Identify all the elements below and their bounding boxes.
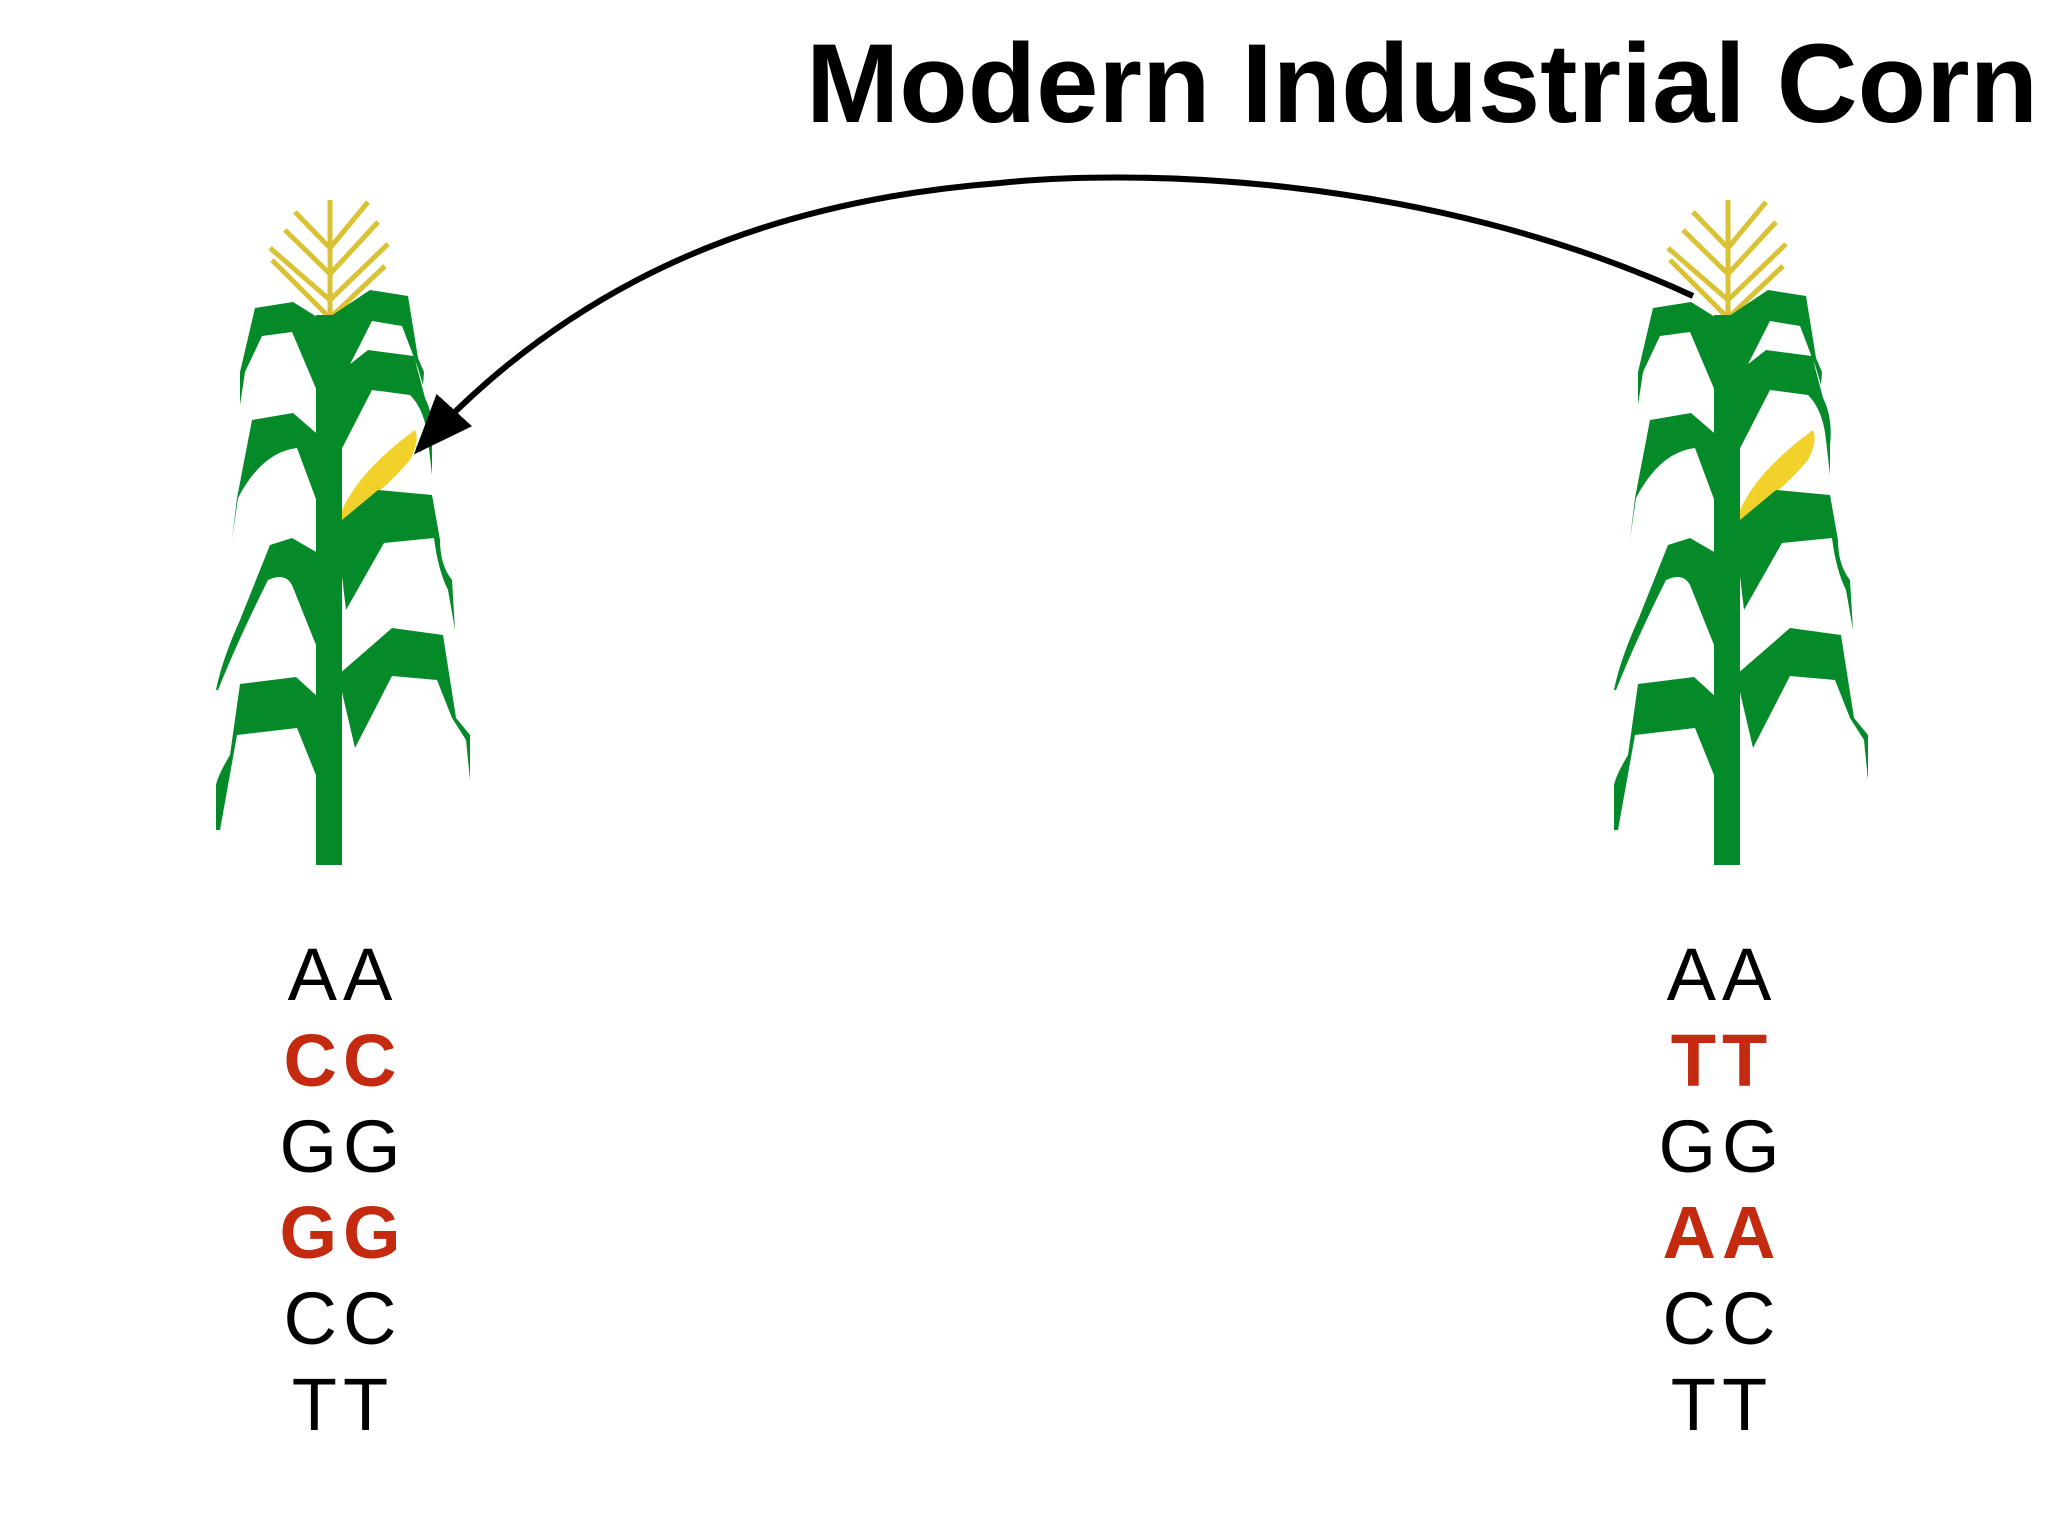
allele-pair: AA xyxy=(1666,933,1778,1016)
corn-plant-left xyxy=(216,200,470,865)
corn-plant-right xyxy=(1614,200,1868,865)
genotype-column-right: AA TT GG AA CC TT xyxy=(1622,932,1822,1448)
allele-pair-highlight: CC xyxy=(283,1019,403,1102)
allele-pair-highlight: AA xyxy=(1662,1191,1782,1274)
allele-pair-highlight: GG xyxy=(279,1191,407,1274)
allele-pair: GG xyxy=(279,1105,407,1188)
allele-pair: GG xyxy=(1658,1105,1786,1188)
diagram-title: Modern Industrial Corn xyxy=(806,21,2038,146)
allele-pair-highlight: TT xyxy=(1670,1019,1774,1102)
allele-pair: AA xyxy=(287,933,399,1016)
allele-pair: CC xyxy=(283,1277,403,1360)
allele-pair: TT xyxy=(291,1363,395,1446)
genotype-column-left: AA CC GG GG CC TT xyxy=(243,932,443,1448)
allele-pair: CC xyxy=(1662,1277,1782,1360)
allele-pair: TT xyxy=(1670,1363,1774,1446)
breeding-arrow xyxy=(413,174,1695,455)
